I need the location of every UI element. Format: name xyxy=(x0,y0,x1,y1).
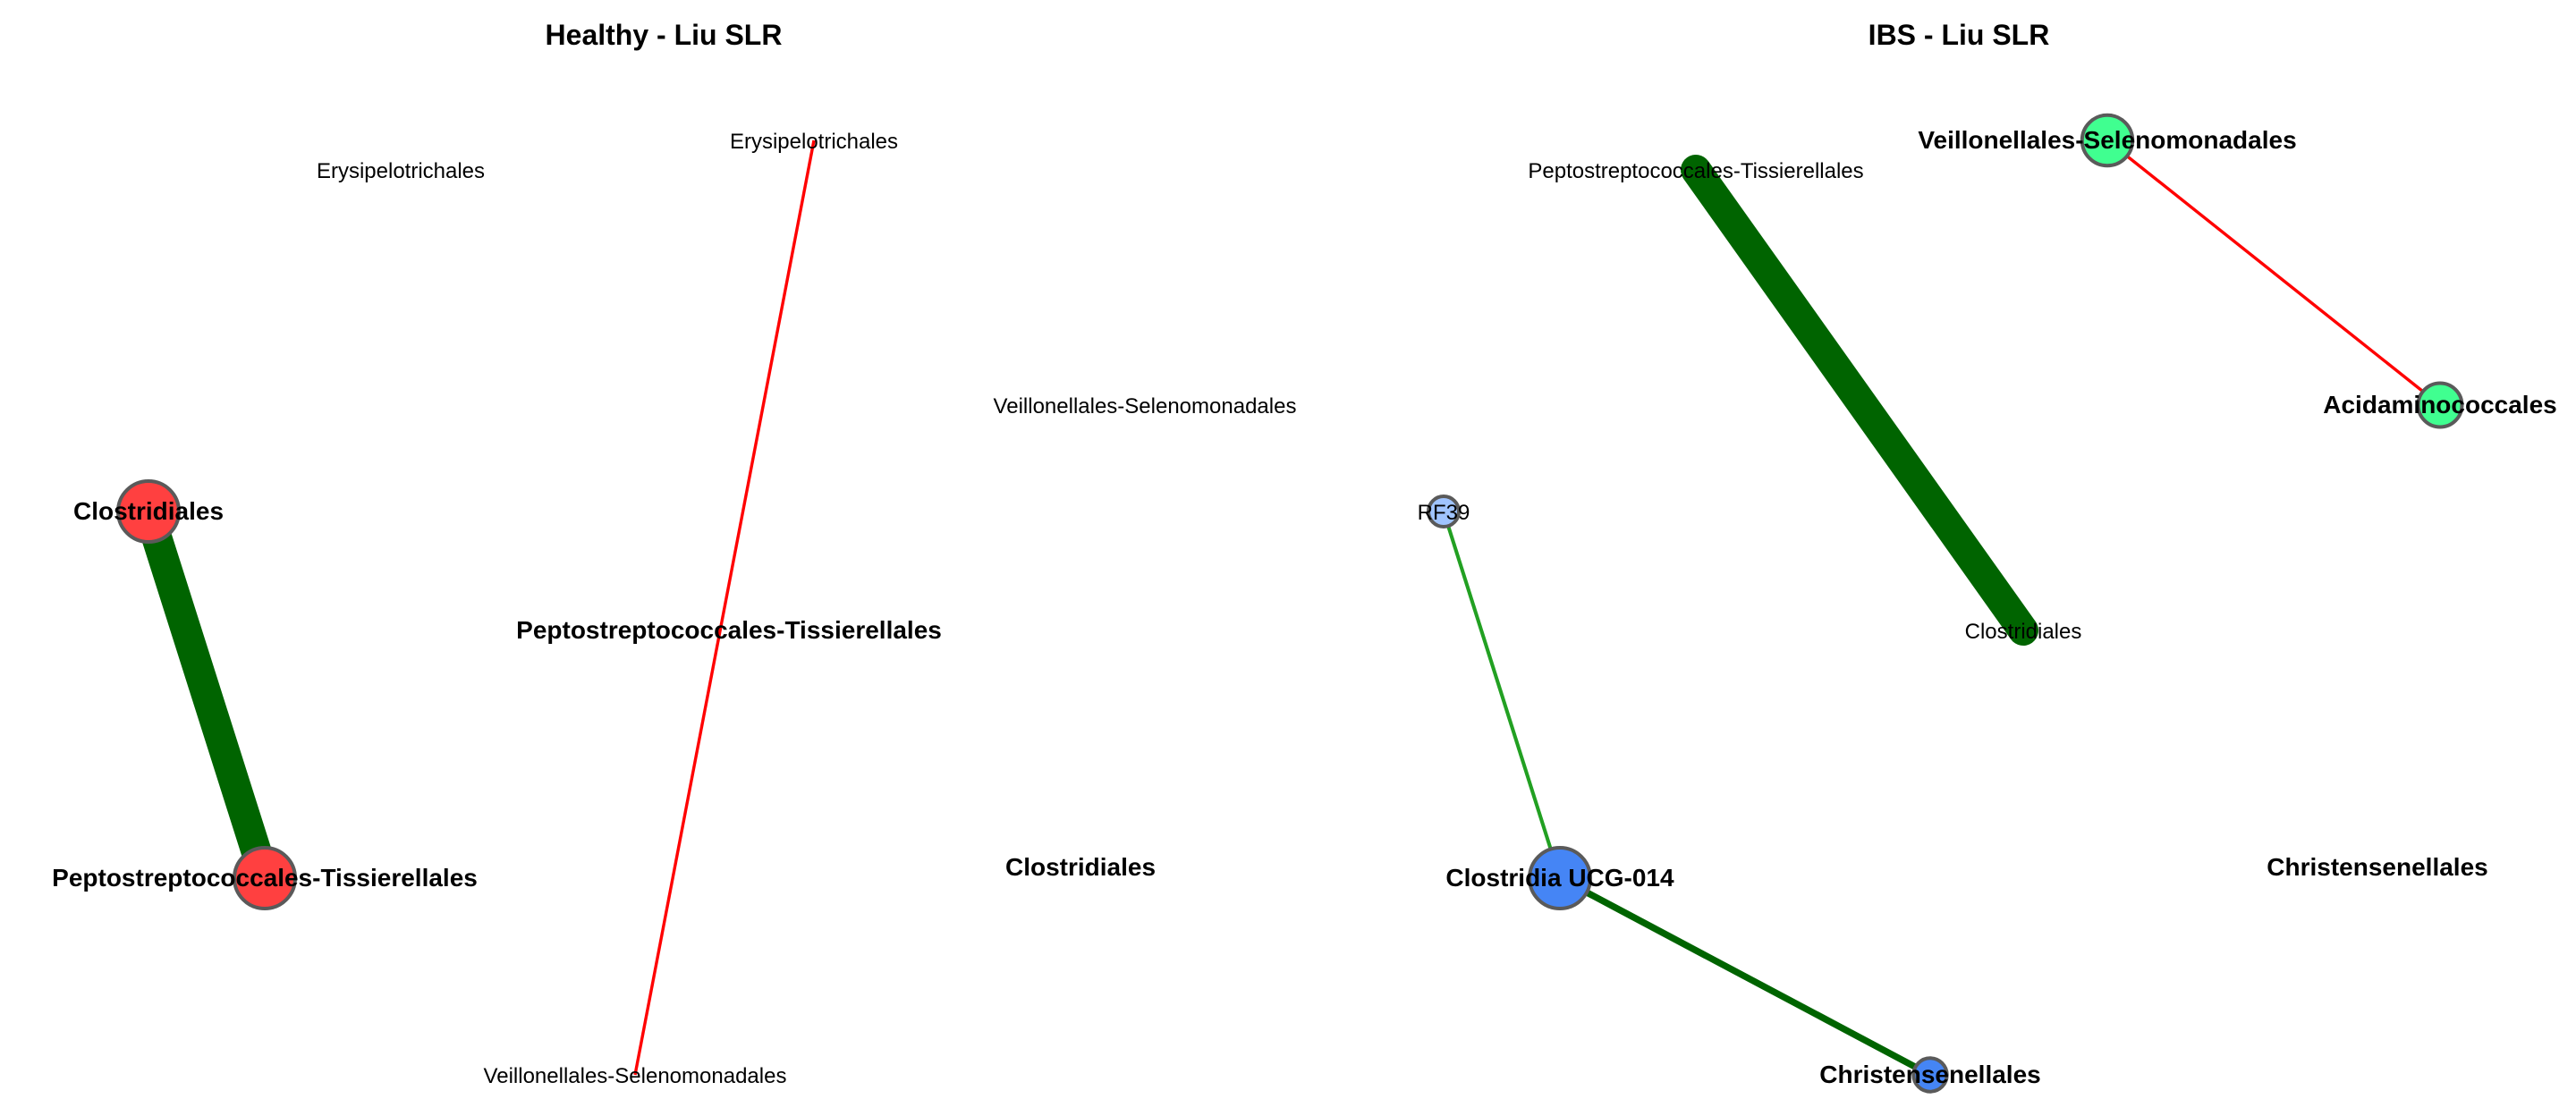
node-label-7: Veillonellales-Selenomonadales xyxy=(484,1064,787,1088)
node-5 xyxy=(1528,846,1592,910)
node-label-2: Acidaminococcales xyxy=(2323,391,2556,418)
node-3 xyxy=(1427,495,1461,528)
node-0 xyxy=(2080,113,2135,168)
edge-2 xyxy=(1442,511,1562,879)
edge-0 xyxy=(1681,155,2038,646)
node-label-0: Veillonellales-Selenomonadales xyxy=(1918,126,2296,154)
node-label-4: Clostridiales xyxy=(1965,620,2082,644)
node-label-3: Clostridiales xyxy=(73,497,224,525)
node-7 xyxy=(1911,1056,1949,1094)
node-label-6: Christensenellales xyxy=(2267,853,2487,881)
node-label-1: Erysipelotrichales xyxy=(730,130,898,154)
panel-title-ibs: IBS - Liu SLR xyxy=(1868,19,2050,51)
node-3 xyxy=(116,479,181,544)
panel-healthy: Healthy - Liu SLR ErysipelotrichalesErys… xyxy=(52,19,1296,1088)
node-label-3: RF39 xyxy=(1418,501,1470,525)
node-label-4: Peptostreptococcales-Tissierellales xyxy=(516,616,942,644)
node-label-0: Erysipelotrichales xyxy=(317,159,485,183)
edge-1 xyxy=(633,140,816,1076)
node-label-7: Christensenellales xyxy=(1819,1061,2040,1088)
panel-title-healthy: Healthy - Liu SLR xyxy=(546,19,783,51)
node-label-5: Clostridiales xyxy=(1005,853,1156,881)
node-label-1: Peptostreptococcales-Tissierellales xyxy=(1528,159,1863,183)
edge-0 xyxy=(133,496,280,893)
node-label-6: Peptostreptococcales-Tissierellales xyxy=(52,864,478,892)
edge-1 xyxy=(2106,139,2442,407)
node-label-2: Veillonellales-Selenomonadales xyxy=(994,394,1297,418)
node-label-5: Clostridia UCG-014 xyxy=(1445,864,1674,892)
edge-3 xyxy=(1558,875,1932,1078)
node-2 xyxy=(2416,381,2464,429)
node-6 xyxy=(233,846,297,910)
panel-ibs: IBS - Liu SLR Veillonellales-Selenomonad… xyxy=(1418,19,2557,1094)
